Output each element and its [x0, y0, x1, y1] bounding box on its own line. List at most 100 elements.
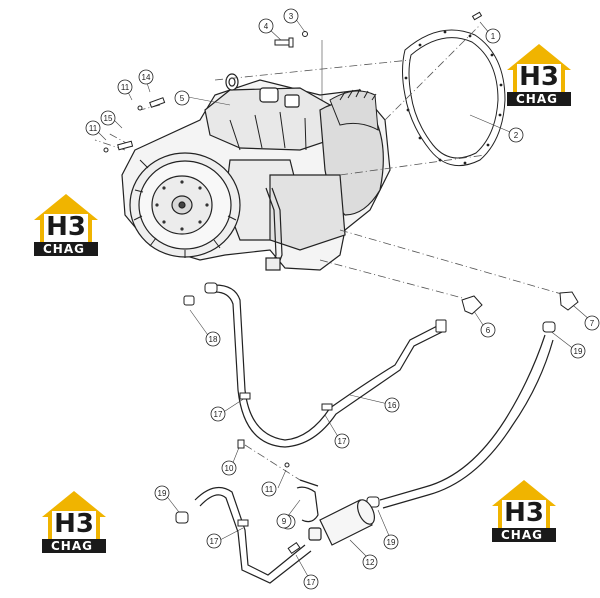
- brand-logo: H3 CHAG: [38, 487, 114, 557]
- logo-tagline: CHAG: [501, 528, 543, 542]
- callout-c5: 5: [174, 90, 190, 106]
- callout-label: 19: [387, 538, 396, 547]
- brand-logo: H3 CHAG: [503, 40, 579, 110]
- housing-ribs: [133, 111, 307, 258]
- callout-circle: [154, 485, 170, 501]
- callout-c18: 18: [205, 331, 221, 347]
- callout-label: 17: [210, 537, 219, 546]
- logo-house-icon: [492, 480, 556, 542]
- brand-logo: H3 CHAG: [30, 190, 106, 260]
- callout-label: 17: [307, 578, 316, 587]
- callout-c12: 12: [362, 554, 378, 570]
- callout-circle: [383, 534, 399, 550]
- logo-tagline: CHAG: [516, 92, 558, 106]
- gasket-ring: [402, 29, 506, 167]
- gasket-bolt-holes: [404, 30, 503, 165]
- callout-circle: [174, 90, 190, 106]
- callout-label: 17: [214, 410, 223, 419]
- callout-c17a: 17: [210, 406, 226, 422]
- clamp-9: [296, 479, 319, 523]
- callout-label: 19: [158, 489, 167, 498]
- callout-label: 6: [486, 326, 491, 335]
- callout-c3: 3: [283, 8, 299, 24]
- callout-label: 15: [104, 114, 113, 123]
- callout-circle: [258, 18, 274, 34]
- callout-label: 17: [338, 437, 347, 446]
- logo-tagline: CHAG: [51, 539, 93, 553]
- callout-label: 3: [289, 12, 294, 21]
- callout-label: 11: [265, 485, 274, 494]
- housing-pipe: [265, 187, 283, 271]
- callout-label: 11: [121, 83, 130, 92]
- flywheel-bolts: [155, 180, 209, 231]
- callout-circle: [384, 397, 400, 413]
- callout-label: 19: [574, 347, 583, 356]
- tube-fittings: [183, 282, 483, 411]
- callout-circle: [584, 315, 600, 331]
- bell-housing: [129, 152, 241, 258]
- callout-c11a: 11: [117, 79, 133, 95]
- logo-house-icon: [42, 491, 106, 553]
- callout-c17c: 17: [206, 533, 222, 549]
- bolts: [103, 11, 483, 153]
- callout-c2: 2: [508, 127, 524, 143]
- hose-lower-fittings: [175, 439, 301, 555]
- callout-c19c: 19: [383, 534, 399, 550]
- callout-circle: [100, 110, 116, 126]
- callout-circle: [283, 8, 299, 24]
- callout-c17b: 17: [334, 433, 350, 449]
- logo-house-icon: [507, 44, 571, 106]
- callout-label: 5: [180, 94, 185, 103]
- callout-c19a: 19: [570, 343, 586, 359]
- callout-c17d: 17: [303, 574, 319, 590]
- callout-circle: [362, 554, 378, 570]
- callout-c10: 10: [221, 460, 237, 476]
- part-callouts: 1234567891011111112141516171717171819191…: [85, 8, 600, 590]
- callout-c16: 16: [384, 397, 400, 413]
- logo-tagline: CHAG: [43, 242, 85, 256]
- callout-c4: 4: [258, 18, 274, 34]
- callout-circle: [276, 513, 292, 529]
- callout-c15: 15: [100, 110, 116, 126]
- callout-circle: [205, 331, 221, 347]
- callout-label: 14: [142, 73, 151, 82]
- callout-circle: [117, 79, 133, 95]
- callout-c6: 6: [480, 322, 496, 338]
- callout-circle: [334, 433, 350, 449]
- callout-label: 12: [366, 558, 375, 567]
- callout-c11c: 11: [261, 481, 277, 497]
- callout-circle: [303, 574, 319, 590]
- logo-wordmark: H3: [54, 509, 94, 539]
- callout-label: 2: [514, 131, 519, 140]
- callout-c14: 14: [138, 69, 154, 85]
- logo-wordmark: H3: [46, 212, 86, 242]
- callout-c9: 9: [276, 513, 292, 529]
- hose-lower: [194, 486, 312, 584]
- callout-circle: [206, 533, 222, 549]
- callout-label: 9: [282, 517, 287, 526]
- callout-circle: [85, 120, 101, 136]
- callout-label: 7: [590, 319, 595, 328]
- hose-right-fittings: [366, 291, 579, 508]
- callout-circle: [485, 28, 501, 44]
- callout-circle: [210, 406, 226, 422]
- callout-c1: 1: [485, 28, 501, 44]
- callout-circle: [480, 322, 496, 338]
- bevel-gear: [329, 88, 379, 131]
- callout-label: 4: [264, 22, 269, 31]
- filter-12: [308, 499, 375, 546]
- hose-right: [379, 334, 554, 509]
- logo-wordmark: H3: [504, 498, 544, 528]
- callout-c7: 7: [584, 315, 600, 331]
- callout-label: 10: [225, 464, 234, 473]
- callout-circle: [508, 127, 524, 143]
- callout-label: 16: [388, 401, 397, 410]
- callout-label: 11: [89, 124, 98, 133]
- callout-c11b: 11: [85, 120, 101, 136]
- brand-logo: H3 CHAG: [488, 476, 564, 546]
- callout-circle: [138, 69, 154, 85]
- callout-circle: [570, 343, 586, 359]
- logo-house-icon: [34, 194, 98, 256]
- callout-label: 18: [209, 335, 218, 344]
- callout-circle: [221, 460, 237, 476]
